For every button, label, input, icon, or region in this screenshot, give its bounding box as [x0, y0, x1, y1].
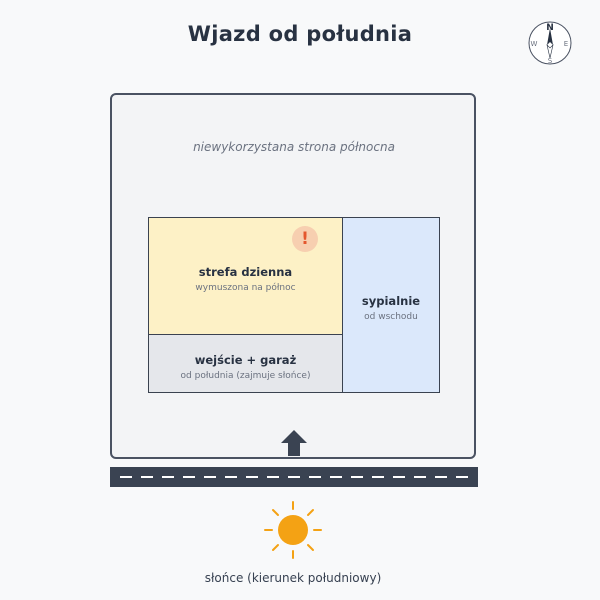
page-title: Wjazd od południa [187, 22, 413, 46]
compass-s-label: S [548, 57, 553, 65]
warning-icon: ! [292, 226, 318, 252]
entry-zone-name: wejście + garaż [194, 353, 297, 367]
bedrooms-zone: sypialnie od wschodu [343, 218, 439, 392]
sun-label: słońce (kierunek południowy) [204, 571, 382, 585]
road-centerline [120, 476, 468, 478]
compass-e-label: E [564, 40, 568, 48]
road [110, 467, 478, 487]
entry-garage-zone: wejście + garaż od południa (zajmuje sło… [149, 335, 343, 392]
house-footprint: strefa dzienna wymuszona na północ ! wej… [148, 217, 440, 393]
entry-arrow-icon [281, 430, 307, 456]
day-zone: strefa dzienna wymuszona na północ ! [149, 218, 343, 335]
entry-zone-note: od południa (zajmuje słońce) [180, 371, 311, 381]
sun-icon [264, 501, 322, 559]
compass-w-label: W [531, 40, 538, 48]
compass-icon: N E S W [528, 21, 572, 65]
day-zone-note: wymuszona na północ [195, 283, 296, 293]
bedrooms-zone-note: od wschodu [364, 312, 418, 322]
compass-n-label: N [546, 23, 554, 33]
day-zone-name: strefa dzienna [198, 265, 293, 279]
bedrooms-zone-name: sypialnie [361, 294, 421, 308]
north-side-label: niewykorzystana strona północna [193, 140, 395, 154]
